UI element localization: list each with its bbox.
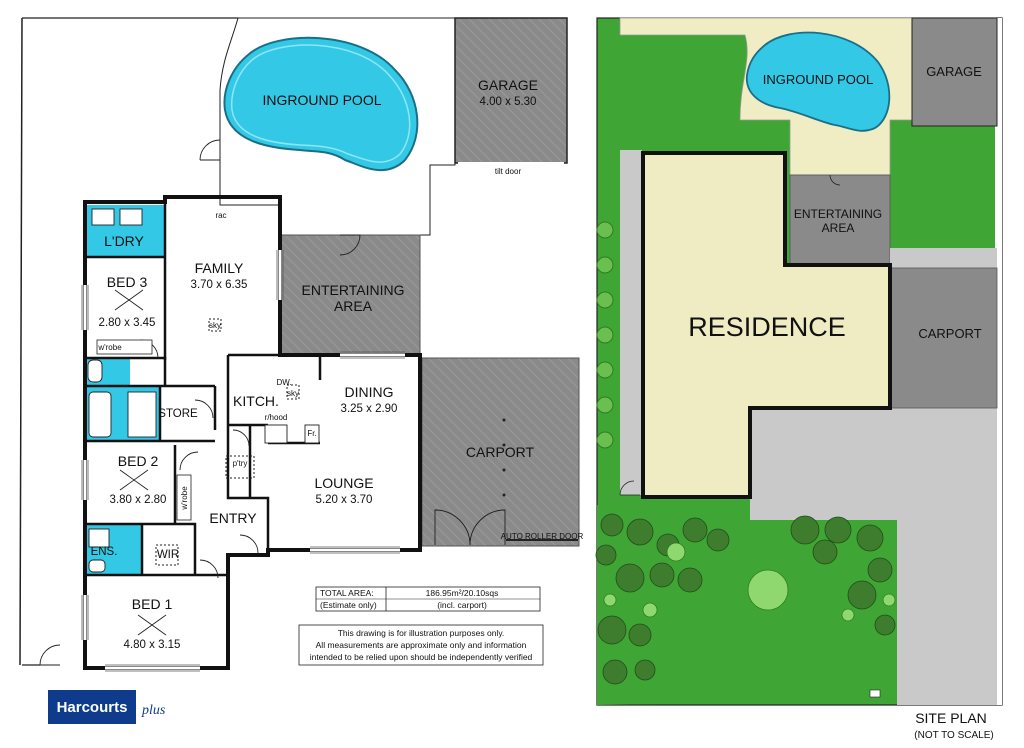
site-residence-label: RESIDENCE (688, 312, 846, 342)
rac-label: rac (215, 211, 226, 220)
site-entertaining (789, 174, 891, 266)
harcourts-logo: Harcourts plus (48, 690, 166, 724)
site-plan-title: SITE PLAN (915, 710, 987, 726)
entry-label: ENTRY (209, 510, 257, 526)
site-entertaining-label-1: ENTERTAINING (794, 207, 882, 221)
rhood-label: r/hood (265, 413, 288, 422)
wrobe-bed3-label: w'robe (97, 343, 122, 352)
garage-floor (454, 17, 568, 164)
garage-dim: 4.00 x 5.30 (480, 96, 537, 108)
house-outline (83, 195, 422, 670)
disclaimer-line-2: All measurements are approximate only an… (316, 640, 527, 650)
tilt-door-label: tilt door (495, 167, 522, 176)
sky-kitchen-label: sky (287, 389, 299, 398)
dw-label: DW. (276, 378, 291, 387)
site-pool (746, 31, 891, 132)
kitchen-label: KITCH. (233, 393, 279, 409)
site-carport-label: CARPORT (918, 326, 981, 341)
bed2-label: BED 2 (118, 453, 159, 469)
floor-plan: INGROUND POOL GARAGE 4.00 x 5.30 tilt do… (19, 17, 584, 672)
site-garage (911, 17, 998, 127)
disclaimer-box: This drawing is for illustration purpose… (298, 624, 544, 666)
garage-label: GARAGE (478, 77, 538, 93)
laundry-label: L'DRY (104, 233, 144, 249)
fr-label: Fr. (307, 429, 316, 438)
entertaining-label-2: AREA (334, 298, 373, 314)
wrobe-bed2-label: w'robe (180, 486, 189, 511)
lounge-dim: 5.20 x 3.70 (316, 494, 373, 506)
site-pool-label: INGROUND POOL (763, 72, 874, 87)
inground-pool (223, 36, 419, 171)
bed1-dim: 4.80 x 3.15 (124, 639, 181, 651)
bed3-dim: 2.80 x 3.45 (99, 317, 156, 329)
area-value-2: (incl. carport) (437, 600, 487, 610)
pool-label: INGROUND POOL (262, 92, 381, 108)
ensuite-label: ENS. (91, 546, 118, 558)
carport-floor (421, 357, 580, 547)
site-entertaining-label-2: AREA (822, 221, 855, 235)
logo-suffix: plus (141, 703, 166, 718)
auto-roller-door-label: AUTO ROLLER DOOR (501, 532, 584, 541)
bed2-dim: 3.80 x 2.80 (110, 494, 167, 506)
sky-family-label: sky (209, 321, 221, 330)
site-residence (641, 151, 892, 499)
disclaimer-line-1: This drawing is for illustration purpose… (338, 628, 505, 638)
family-dim: 3.70 x 6.35 (191, 279, 248, 291)
site-plan-subtitle: (NOT TO SCALE) (914, 730, 993, 741)
ptry-label: p'try (233, 459, 248, 468)
site-plan: INGROUND POOL GARAGE ENTERTAINING AREA R… (595, 17, 1003, 741)
dining-label: DINING (345, 384, 394, 400)
entertaining-label-1: ENTERTAINING (302, 282, 405, 298)
property-boundary (19, 17, 23, 666)
store-label: STORE (158, 408, 198, 420)
bed1-label: BED 1 (132, 596, 173, 612)
site-garage-label: GARAGE (926, 64, 982, 79)
disclaimer-line-3: intended to be relied upon should be ind… (310, 652, 533, 662)
dining-dim: 3.25 x 2.90 (341, 403, 398, 415)
bed3-label: BED 3 (107, 274, 148, 290)
family-label: FAMILY (195, 260, 244, 276)
wir-label: WIR (157, 549, 179, 561)
carport-label: CARPORT (466, 444, 535, 460)
logo-brand: Harcourts (57, 699, 128, 716)
site-carport (889, 267, 998, 409)
lounge-label: LOUNGE (314, 475, 373, 491)
area-table: TOTAL AREA: (Estimate only) 186.95m²/20.… (315, 586, 541, 612)
area-value-1: 186.95m²/20.10sqs (426, 588, 499, 598)
area-label-2: (Estimate only) (320, 600, 377, 610)
area-label-1: TOTAL AREA: (320, 588, 374, 598)
